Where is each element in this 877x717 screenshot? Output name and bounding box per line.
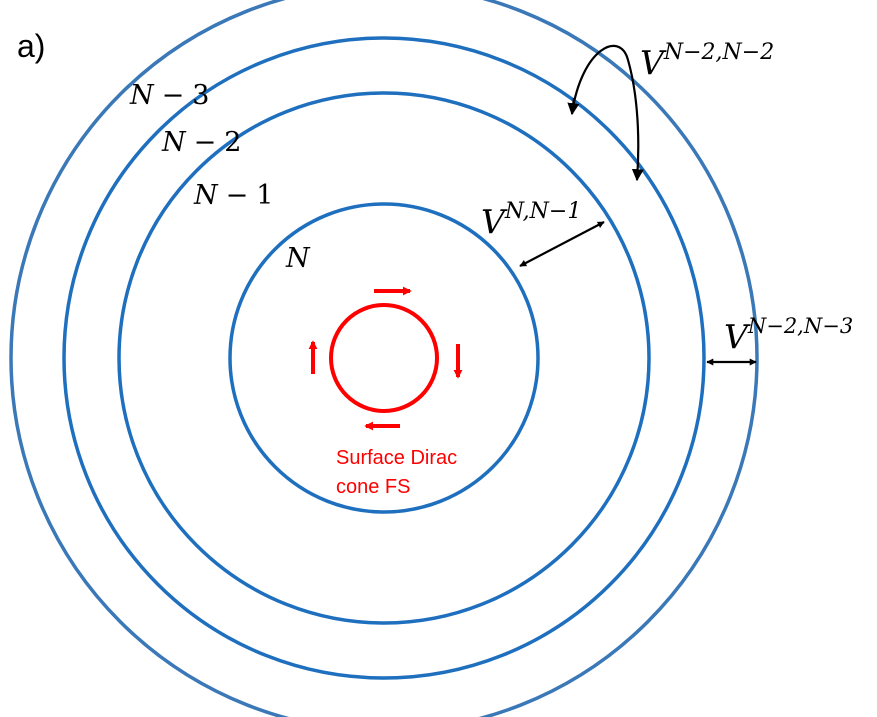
- dirac-caption-line1: Surface Dirac: [336, 447, 457, 469]
- dirac-cone-circle: [329, 303, 439, 413]
- ring-inner-n: [228, 202, 540, 514]
- ring-label-n: N: [285, 243, 311, 274]
- dirac-caption-line2: cone FS: [336, 476, 410, 498]
- ring-label-n-minus-1: N−1: [193, 180, 273, 211]
- ring-label-n-minus-3: N−3: [129, 80, 209, 111]
- coupling-loop-arrow-tail: [567, 97, 580, 116]
- ring-outer-n-minus-3: [9, 0, 759, 717]
- ring-n-minus-2: [62, 36, 706, 680]
- panel-label: a): [17, 28, 45, 64]
- ring-n-minus-1: [117, 91, 651, 625]
- ring-label-n-minus-2: N−2: [161, 127, 241, 158]
- coupling-loop-arrow-n2-n2: [570, 44, 644, 182]
- coupling-label-n2-n3: VN−2,N−3: [724, 314, 853, 356]
- coupling-label-n-n-1: VN,N−1: [481, 199, 581, 241]
- coupling-label-n2-n2: VN−2,N−2: [640, 40, 774, 82]
- coupling-arrow-n-n-1: [519, 221, 605, 267]
